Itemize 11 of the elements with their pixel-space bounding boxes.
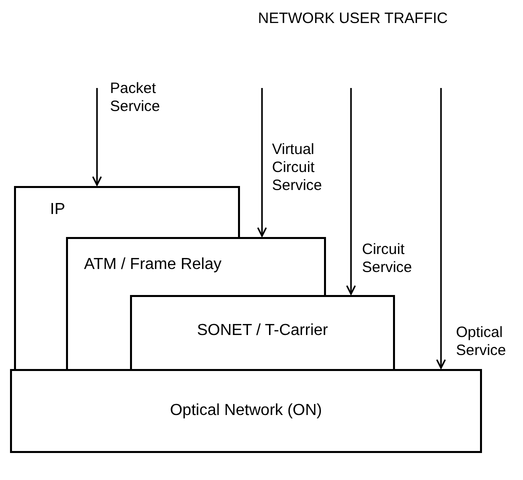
layer-label: ATM / Frame Relay (84, 255, 222, 275)
arrow (92, 88, 102, 186)
layer-label: SONET / T-Carrier (197, 321, 328, 341)
layer-label: Optical Network (ON) (170, 401, 322, 421)
arrow (436, 88, 446, 369)
diagram-title: NETWORK USER TRAFFIC (258, 9, 448, 29)
arrow (257, 88, 267, 237)
layer-box (130, 295, 395, 371)
layer-label: IP (50, 200, 66, 220)
arrow (346, 88, 356, 295)
layer-box (10, 369, 482, 453)
